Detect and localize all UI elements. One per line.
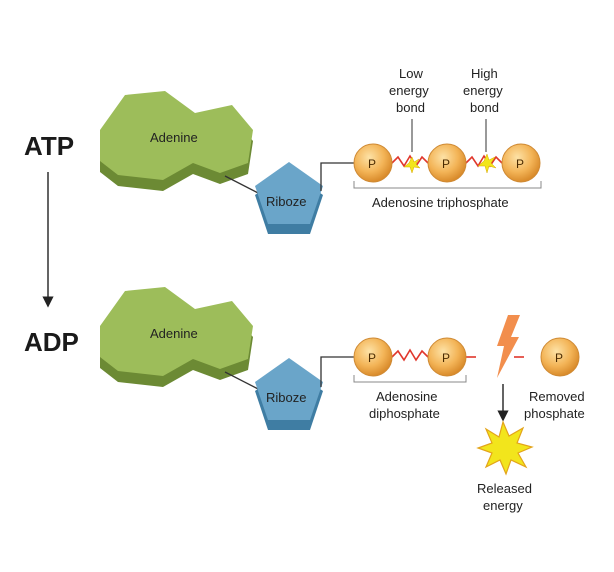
adp-adenine-label: Adenine	[150, 326, 198, 341]
adp-riboze-label: Riboze	[266, 390, 306, 405]
atp-bond-2	[465, 154, 503, 168]
removed-phosphate-circle: P	[540, 337, 580, 377]
lightning-bolt-icon	[497, 315, 520, 378]
low-energy-bond-label: Low energy bond	[389, 66, 429, 152]
atp-adenine: Adenine	[100, 91, 253, 191]
removed-phosphate-p-label: P	[555, 351, 563, 365]
high-energy-bond-label: High energy bond	[463, 66, 503, 152]
adp-adenine-riboze-link	[224, 371, 263, 392]
atp-riboze-label: Riboze	[266, 194, 306, 209]
high-bond-line-2: energy	[463, 83, 503, 98]
high-energy-spark-icon	[477, 153, 497, 174]
adenosine-diphosphate-line-1: Adenosine	[376, 389, 437, 404]
low-bond-line-2: energy	[389, 83, 429, 98]
atp-phosphate-3-label: P	[516, 157, 524, 171]
adenosine-diphosphate-line-2: diphosphate	[369, 406, 440, 421]
atp-riboze: Riboze	[255, 162, 323, 234]
released-energy-line-1: Released	[477, 481, 532, 496]
atp-phosphate-1: P	[353, 143, 393, 183]
adp-bracket	[353, 375, 467, 383]
atp-adenine-label: Adenine	[150, 130, 198, 145]
adenosine-triphosphate-label: Adenosine triphosphate	[372, 195, 509, 210]
adp-phosphate-1-label: P	[368, 351, 376, 365]
adp-phosphate-2: P	[427, 337, 467, 377]
atp-label: ATP	[24, 131, 74, 161]
adp-phosphate-1: P	[353, 337, 393, 377]
low-energy-spark-icon	[403, 156, 421, 174]
atp-riboze-phosphate-link	[320, 162, 355, 191]
atp-bond-1	[391, 154, 429, 168]
adp-bond-1	[391, 348, 429, 362]
low-bond-line-1: Low	[399, 66, 423, 81]
released-energy-line-2: energy	[483, 498, 523, 513]
removed-phosphate-line-2: phosphate	[524, 406, 585, 421]
atp-phosphate-1-label: P	[368, 157, 376, 171]
atp-phosphate-3: P	[501, 143, 541, 183]
atp-phosphate-2-label: P	[442, 157, 450, 171]
atp-adenine-riboze-link	[224, 175, 263, 196]
adp-adenine: Adenine	[100, 287, 253, 387]
high-bond-line-1: High	[471, 66, 498, 81]
atp-bracket	[353, 181, 542, 189]
high-bond-line-3: bond	[470, 100, 499, 115]
removed-phosphate-line-1: Removed	[529, 389, 585, 404]
low-bond-line-3: bond	[396, 100, 425, 115]
adp-phosphate-2-label: P	[442, 351, 450, 365]
adp-label: ADP	[24, 327, 79, 357]
atp-phosphate-2: P	[427, 143, 467, 183]
adp-riboze: Riboze	[255, 358, 323, 430]
released-energy-burst-icon	[476, 420, 534, 476]
adp-riboze-phosphate-link	[320, 356, 355, 387]
